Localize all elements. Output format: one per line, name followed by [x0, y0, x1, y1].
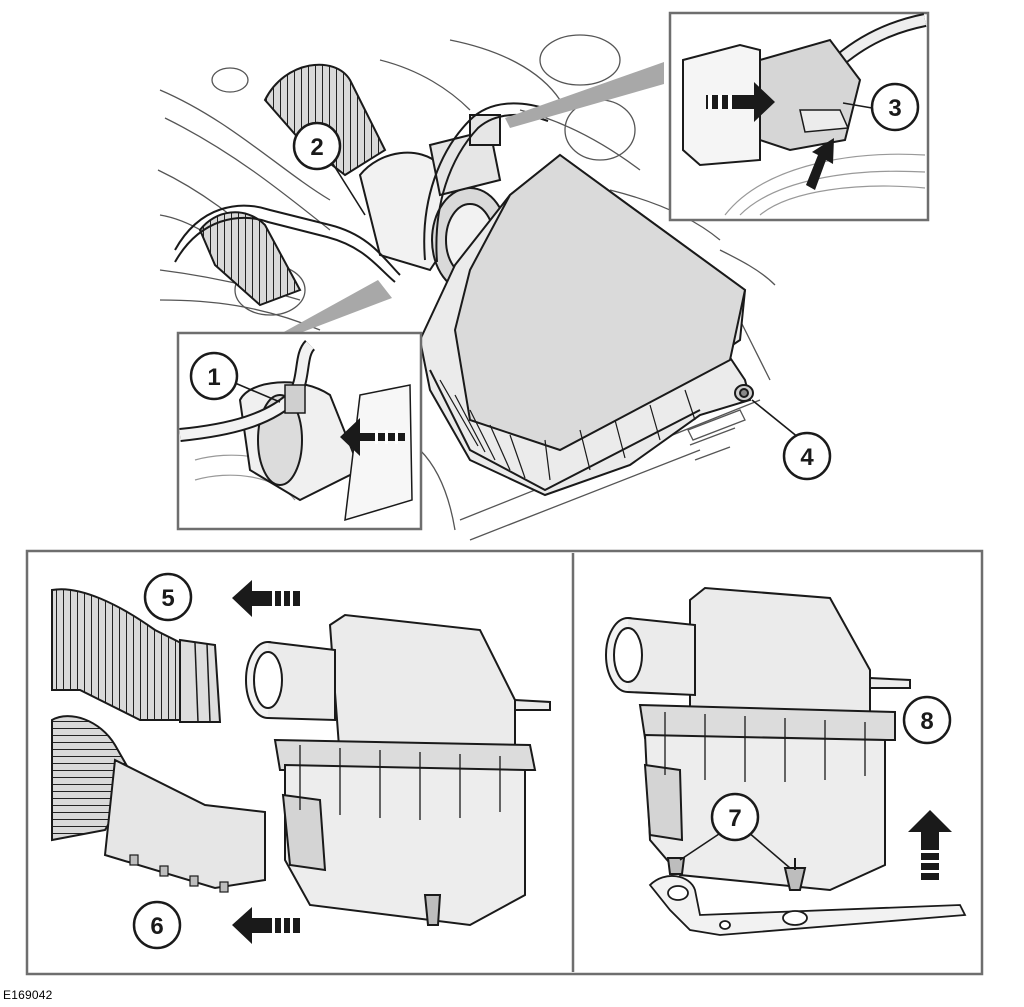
callout-circle-icon [710, 792, 760, 842]
callout-7: 7 [710, 792, 760, 842]
mounting-bracket [648, 875, 967, 936]
callout-8-label: 8 [920, 708, 933, 735]
direction-arrow-icon [232, 907, 300, 944]
callout-3: 3 [870, 82, 920, 132]
callout-circle-icon [189, 351, 239, 401]
callout-circle-icon [292, 121, 342, 171]
callout-8: 8 [902, 695, 952, 745]
callout-6-label: 6 [150, 913, 163, 940]
detail-box-connector [668, 11, 930, 222]
callout-6: 6 [132, 900, 182, 950]
callout-circle-icon [902, 695, 952, 745]
figure-id: E169042 [3, 988, 53, 1002]
callout-circle-icon [143, 572, 193, 622]
callout-1: 1 [189, 351, 239, 401]
direction-arrow-icon [340, 418, 405, 456]
callout-2: 2 [292, 121, 342, 171]
direction-arrow-icon [706, 82, 775, 122]
detail-box-breather-clip [176, 331, 423, 531]
intake-hose-top [198, 63, 387, 307]
callout-4: 4 [782, 431, 832, 481]
detail-leaders [282, 62, 664, 333]
callout-5-label: 5 [161, 585, 174, 612]
callout-5: 5 [143, 572, 193, 622]
callout-4-label: 4 [800, 444, 814, 471]
outlet-duct-hose [51, 588, 222, 723]
callout-circle-icon [782, 431, 832, 481]
air-cleaner-left [245, 613, 551, 927]
callout-circle-icon [870, 82, 920, 132]
callout-3-label: 3 [888, 95, 901, 122]
direction-arrow-icon [232, 580, 300, 617]
direction-arrow-icon [806, 138, 834, 190]
air-cleaner-right [605, 586, 911, 892]
air-cleaner-housing-top [418, 153, 754, 497]
callout-2-label: 2 [310, 134, 323, 161]
direction-arrow-icon [908, 810, 952, 880]
callout-7-label: 7 [728, 805, 741, 832]
inlet-duct-hose [51, 715, 266, 893]
callout-circle-icon [132, 900, 182, 950]
callout-1-label: 1 [207, 364, 220, 391]
